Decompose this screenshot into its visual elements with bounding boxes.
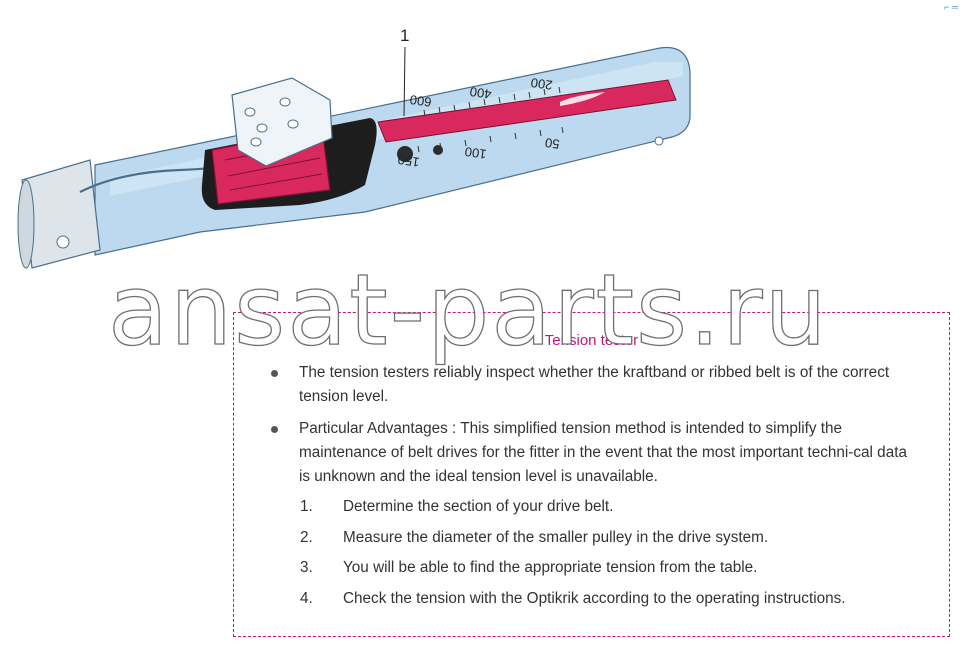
step-text: Determine the section of your drive belt… bbox=[343, 498, 614, 515]
callout-label: 1 bbox=[400, 26, 410, 45]
box-title: Tension tester bbox=[544, 332, 639, 349]
bullet-item: Particular Advantages : This simplified … bbox=[270, 417, 910, 489]
step-text: You will be able to find the appropriate… bbox=[343, 559, 758, 576]
step-item: 4. Check the tension with the Optikrik a… bbox=[300, 587, 920, 611]
step-item: 2. Measure the diameter of the smaller p… bbox=[300, 526, 920, 550]
step-number: 3. bbox=[300, 559, 313, 576]
scale-label-150: 150 bbox=[397, 152, 421, 170]
scale-label-400: 400 bbox=[469, 84, 493, 102]
thumb-cap bbox=[231, 77, 333, 167]
bullet-dot-icon bbox=[271, 426, 278, 433]
scale-label-100: 100 bbox=[464, 144, 488, 162]
step-text: Measure the diameter of the smaller pull… bbox=[343, 528, 769, 546]
step-list: 1. Determine the section of your drive b… bbox=[300, 495, 920, 617]
scale-label-200: 200 bbox=[530, 75, 554, 93]
bullet-text: Particular Advantages : This simplified … bbox=[299, 420, 907, 485]
info-box: Tension tester The tension testers relia… bbox=[233, 312, 950, 637]
corner-mark: ⌐ ═ bbox=[944, 2, 959, 12]
bullet-dot-icon bbox=[271, 370, 278, 377]
step-item: 1. Determine the section of your drive b… bbox=[300, 495, 920, 519]
bullet-item: The tension testers reliably inspect whe… bbox=[270, 361, 910, 409]
callout-leader-line bbox=[403, 46, 406, 117]
scale-label-50: 50 bbox=[544, 135, 560, 152]
step-number: 2. bbox=[300, 528, 313, 546]
scale-ticks bbox=[417, 86, 564, 153]
step-item: 3. You will be able to find the appropri… bbox=[300, 556, 920, 580]
step-text: Check the tension with the Optikrik acco… bbox=[343, 589, 846, 607]
step-number: 1. bbox=[300, 498, 313, 515]
scale-label-600: 600 bbox=[409, 92, 433, 110]
step-number: 4. bbox=[300, 589, 313, 607]
tension-tester-illustration: 600 400 200 150 100 50 bbox=[17, 46, 691, 269]
bullet-text: The tension testers reliably inspect whe… bbox=[299, 364, 890, 405]
bullet-list: The tension testers reliably inspect whe… bbox=[270, 361, 910, 497]
